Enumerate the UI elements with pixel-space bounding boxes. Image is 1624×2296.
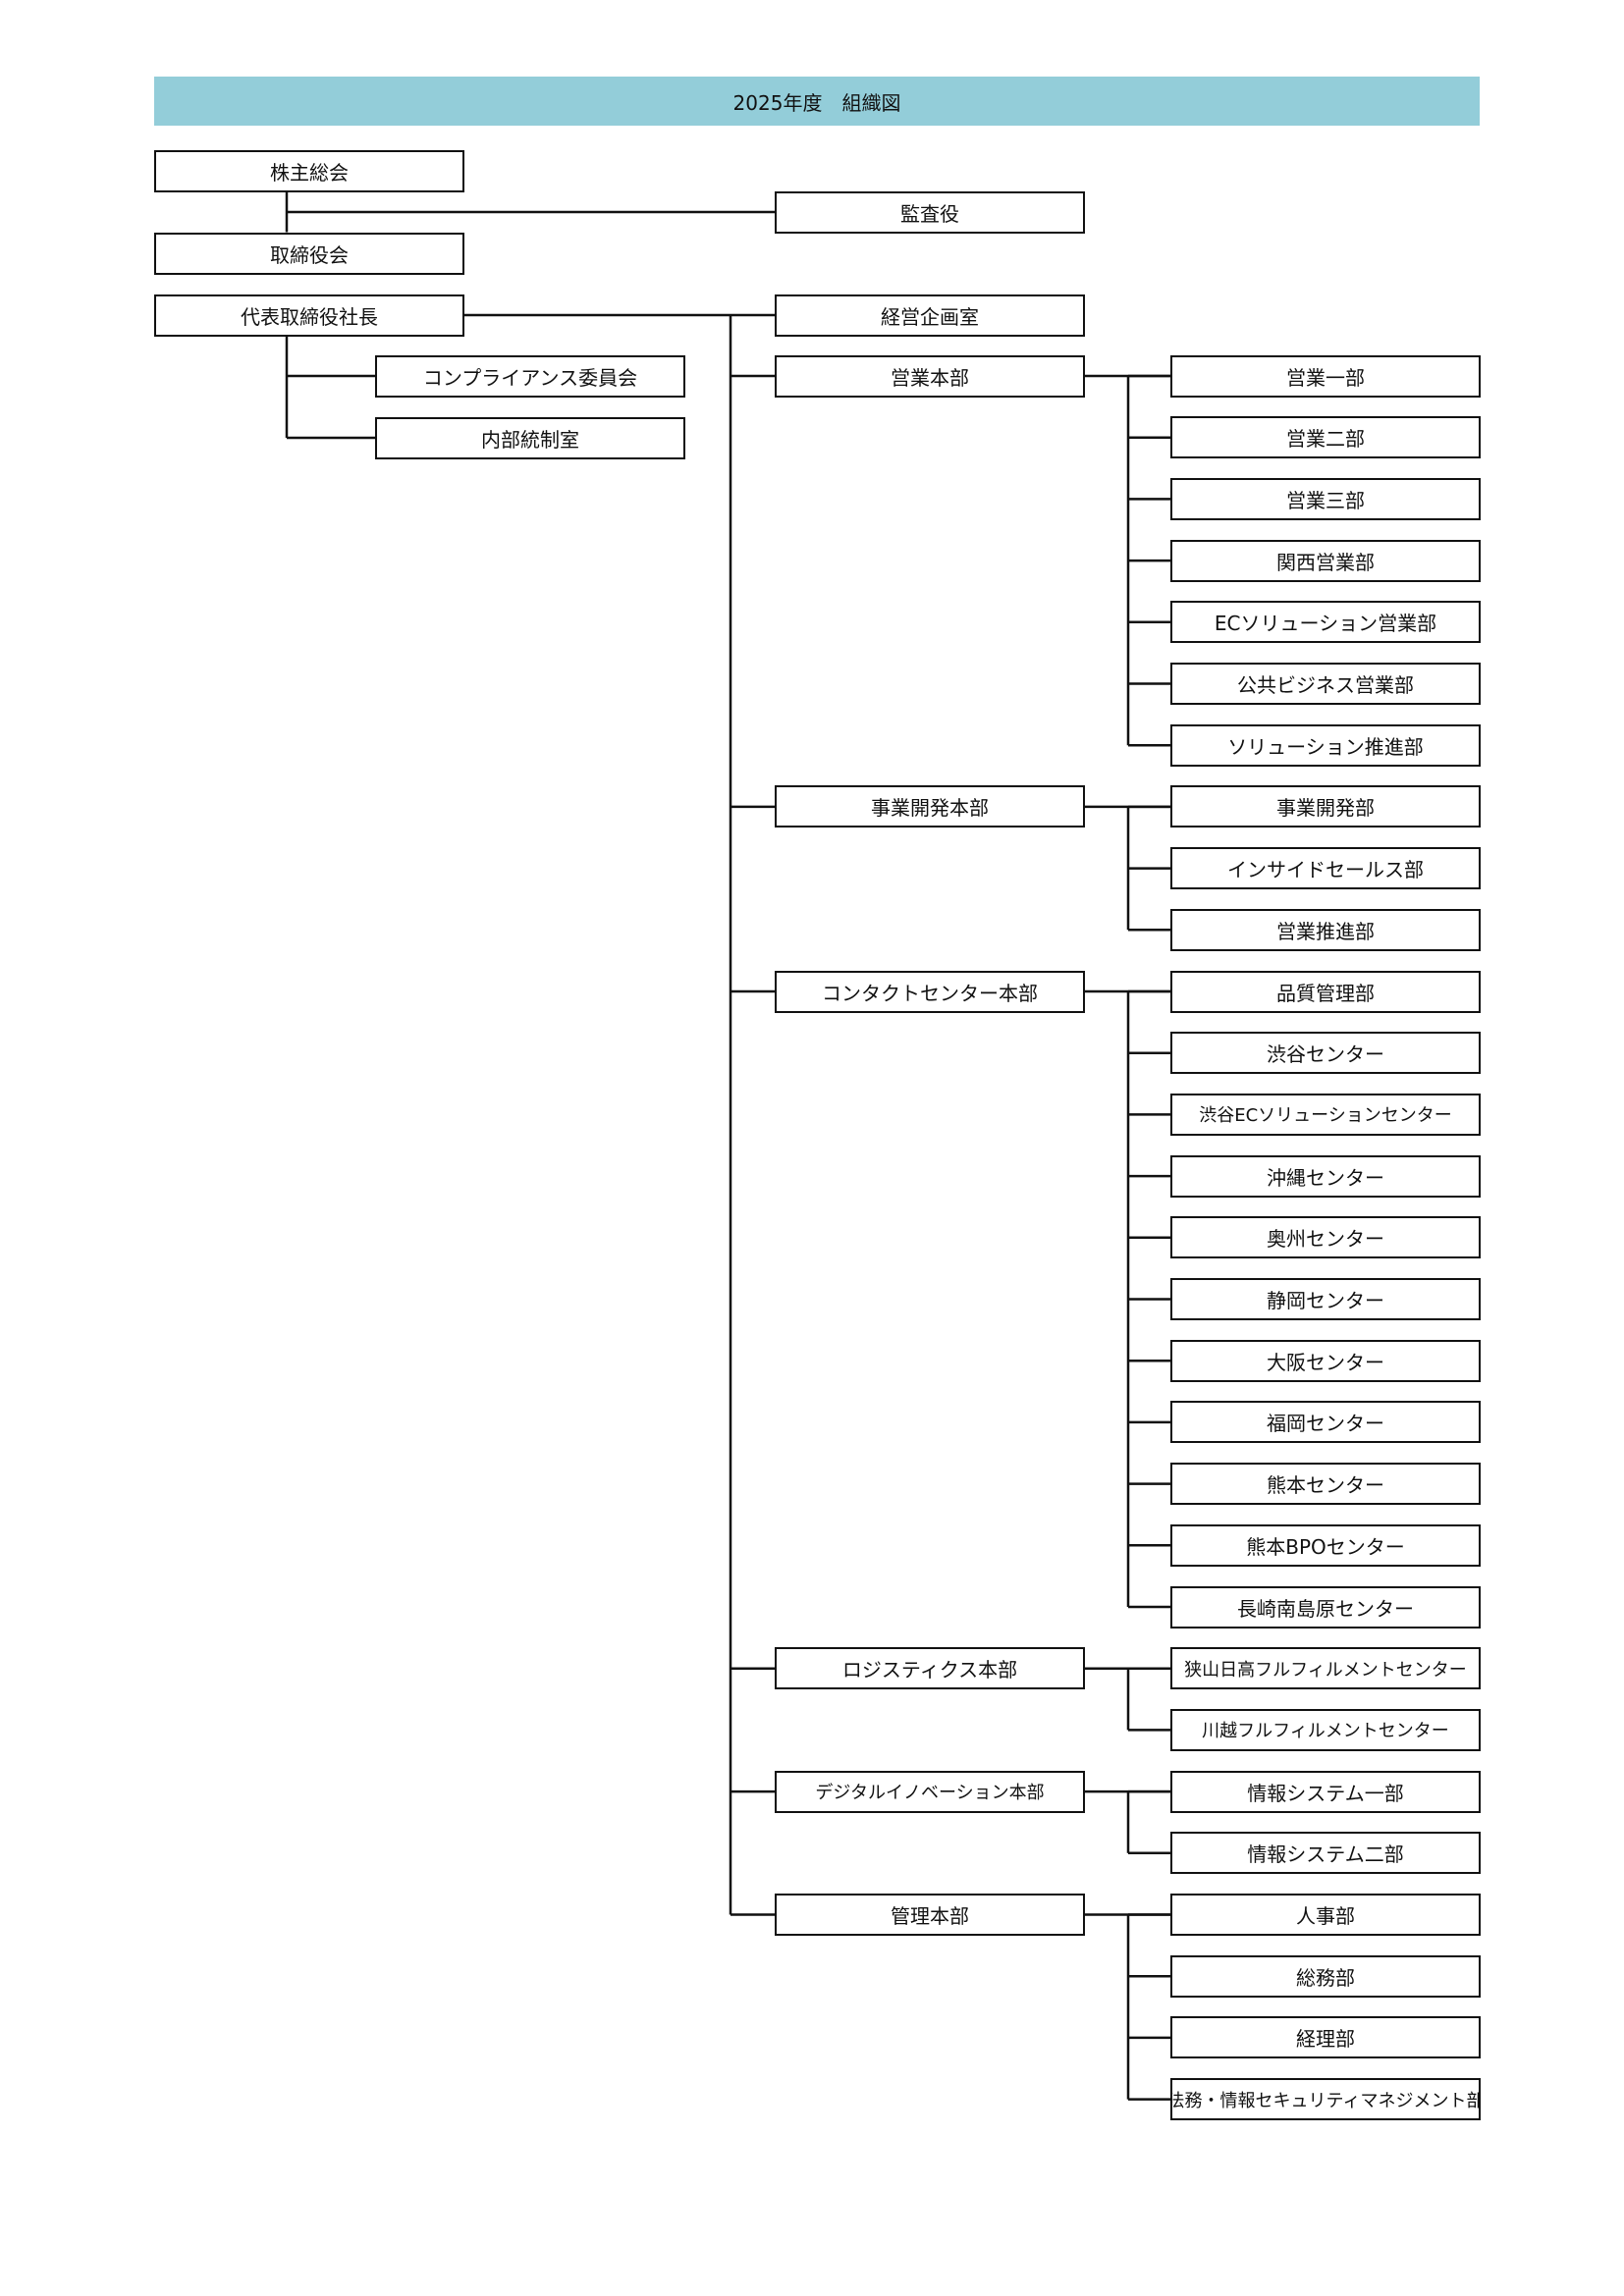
department-box: ECソリューション営業部: [1170, 601, 1481, 644]
division-box: ロジスティクス本部: [775, 1647, 1085, 1690]
division-box: 営業本部: [775, 354, 1085, 398]
department-box: 情報システム一部: [1170, 1770, 1481, 1813]
corporate-planning-office-box: 経営企画室: [775, 294, 1085, 337]
department-box: 長崎南島原センター: [1170, 1585, 1481, 1629]
department-box: 営業一部: [1170, 354, 1481, 398]
department-box: 法務・情報セキュリティマネジメント部: [1170, 2078, 1481, 2121]
department-box: 総務部: [1170, 1954, 1481, 1998]
division-box: コンタクトセンター本部: [775, 970, 1085, 1013]
division-box: 事業開発本部: [775, 785, 1085, 828]
department-box: 公共ビジネス営業部: [1170, 663, 1481, 705]
department-box: 品質管理部: [1170, 970, 1481, 1013]
department-box: 営業推進部: [1170, 908, 1481, 951]
department-box: 人事部: [1170, 1894, 1481, 1936]
internal-control-office-box: 内部統制室: [375, 416, 685, 459]
shareholders-meeting-box: 株主総会: [154, 149, 464, 192]
department-box: 川越フルフィルメントセンター: [1170, 1708, 1481, 1751]
department-box: 事業開発部: [1170, 785, 1481, 828]
department-box: 沖縄センター: [1170, 1154, 1481, 1198]
division-box: デジタルイノベーション本部: [775, 1770, 1085, 1813]
auditor-box: 監査役: [775, 190, 1085, 234]
department-box: 営業三部: [1170, 477, 1481, 520]
department-box: 渋谷ECソリューションセンター: [1170, 1093, 1481, 1136]
department-box: 奥州センター: [1170, 1216, 1481, 1259]
department-box: 渋谷センター: [1170, 1032, 1481, 1075]
department-box: 熊本BPOセンター: [1170, 1523, 1481, 1567]
department-box: 営業二部: [1170, 416, 1481, 459]
department-box: 熊本センター: [1170, 1463, 1481, 1506]
department-box: インサイドセールス部: [1170, 847, 1481, 890]
department-box: 経理部: [1170, 2016, 1481, 2059]
board-of-directors-box: 取締役会: [154, 232, 464, 275]
chart-title: 2025年度 組織図: [154, 77, 1480, 126]
department-box: 福岡センター: [1170, 1401, 1481, 1444]
department-box: 静岡センター: [1170, 1278, 1481, 1320]
department-box: 大阪センター: [1170, 1339, 1481, 1382]
department-box: 関西営業部: [1170, 539, 1481, 582]
department-box: 情報システム二部: [1170, 1832, 1481, 1875]
division-box: 管理本部: [775, 1894, 1085, 1936]
compliance-committee-box: コンプライアンス委員会: [375, 354, 685, 398]
department-box: 狭山日高フルフィルメントセンター: [1170, 1647, 1481, 1690]
department-box: ソリューション推進部: [1170, 723, 1481, 767]
president-box: 代表取締役社長: [154, 294, 464, 337]
